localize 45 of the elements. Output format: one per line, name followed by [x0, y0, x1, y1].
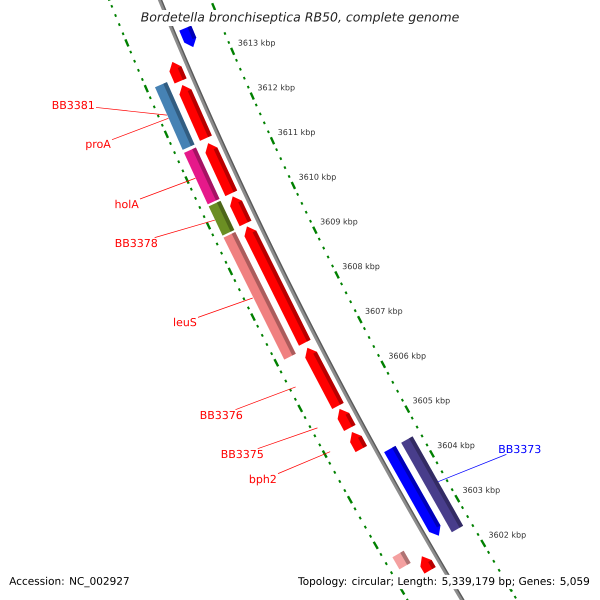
gene-label: BB3381: [52, 100, 94, 110]
tick-label: 3602 kbp: [489, 532, 526, 540]
tick-label: 3612 kbp: [258, 84, 295, 92]
gene-block: [350, 432, 367, 452]
gene-label: BB3378: [116, 238, 158, 248]
gene-label: leuS: [174, 318, 196, 326]
leader-line: [438, 454, 507, 482]
gene-label: bph2: [250, 474, 276, 486]
gene-label: BB3375: [222, 450, 263, 458]
gene-block: [244, 226, 311, 346]
tick-label: 3611 kbp: [278, 128, 315, 137]
leader-line: [154, 220, 216, 238]
tick-label: 3604 kbp: [438, 442, 474, 450]
leader-line: [96, 107, 168, 116]
leader-line: [235, 386, 296, 410]
gene-label: holA: [116, 200, 139, 208]
tick-label: 3605 kbp: [413, 397, 450, 405]
gene-block: [208, 200, 234, 236]
leader-line: [112, 118, 169, 140]
gene-block: [179, 85, 212, 141]
gene-block: [169, 62, 187, 84]
gene-block: [230, 196, 252, 226]
tick-label: 3613 kbp: [238, 40, 276, 48]
gene-label: BB3373: [499, 444, 540, 454]
leader-line: [140, 178, 196, 200]
gene-block: [338, 408, 356, 432]
gene-block: [179, 26, 196, 48]
gene-label: BB3376: [200, 410, 242, 420]
gene-block: [392, 550, 411, 570]
leader-line: [278, 451, 330, 474]
leader-line: [198, 298, 254, 318]
leader-line: [257, 428, 318, 449]
tick-label: 3610 kbp: [299, 174, 336, 182]
tick-label: 3603 kbp: [463, 486, 500, 494]
footer-text: Accession: NC_002927: [7, 574, 132, 590]
gene-block: [420, 556, 436, 574]
tick-label: 3609 kbp: [320, 218, 358, 226]
gene-block: [205, 143, 238, 196]
gene-label: proA: [86, 140, 111, 150]
tick-label: 3608 kbp: [342, 263, 380, 271]
tick-label: 3606 kbp: [389, 352, 426, 360]
tick-label: 3607 kbp: [366, 308, 402, 316]
footer-text: Topology: circular; Length: 5,339,179 bp; Genes: 5,059: [296, 574, 592, 590]
title: Bordetella bronchiseptica RB50, complete genome: [138, 10, 462, 26]
gene-block: [305, 348, 344, 409]
